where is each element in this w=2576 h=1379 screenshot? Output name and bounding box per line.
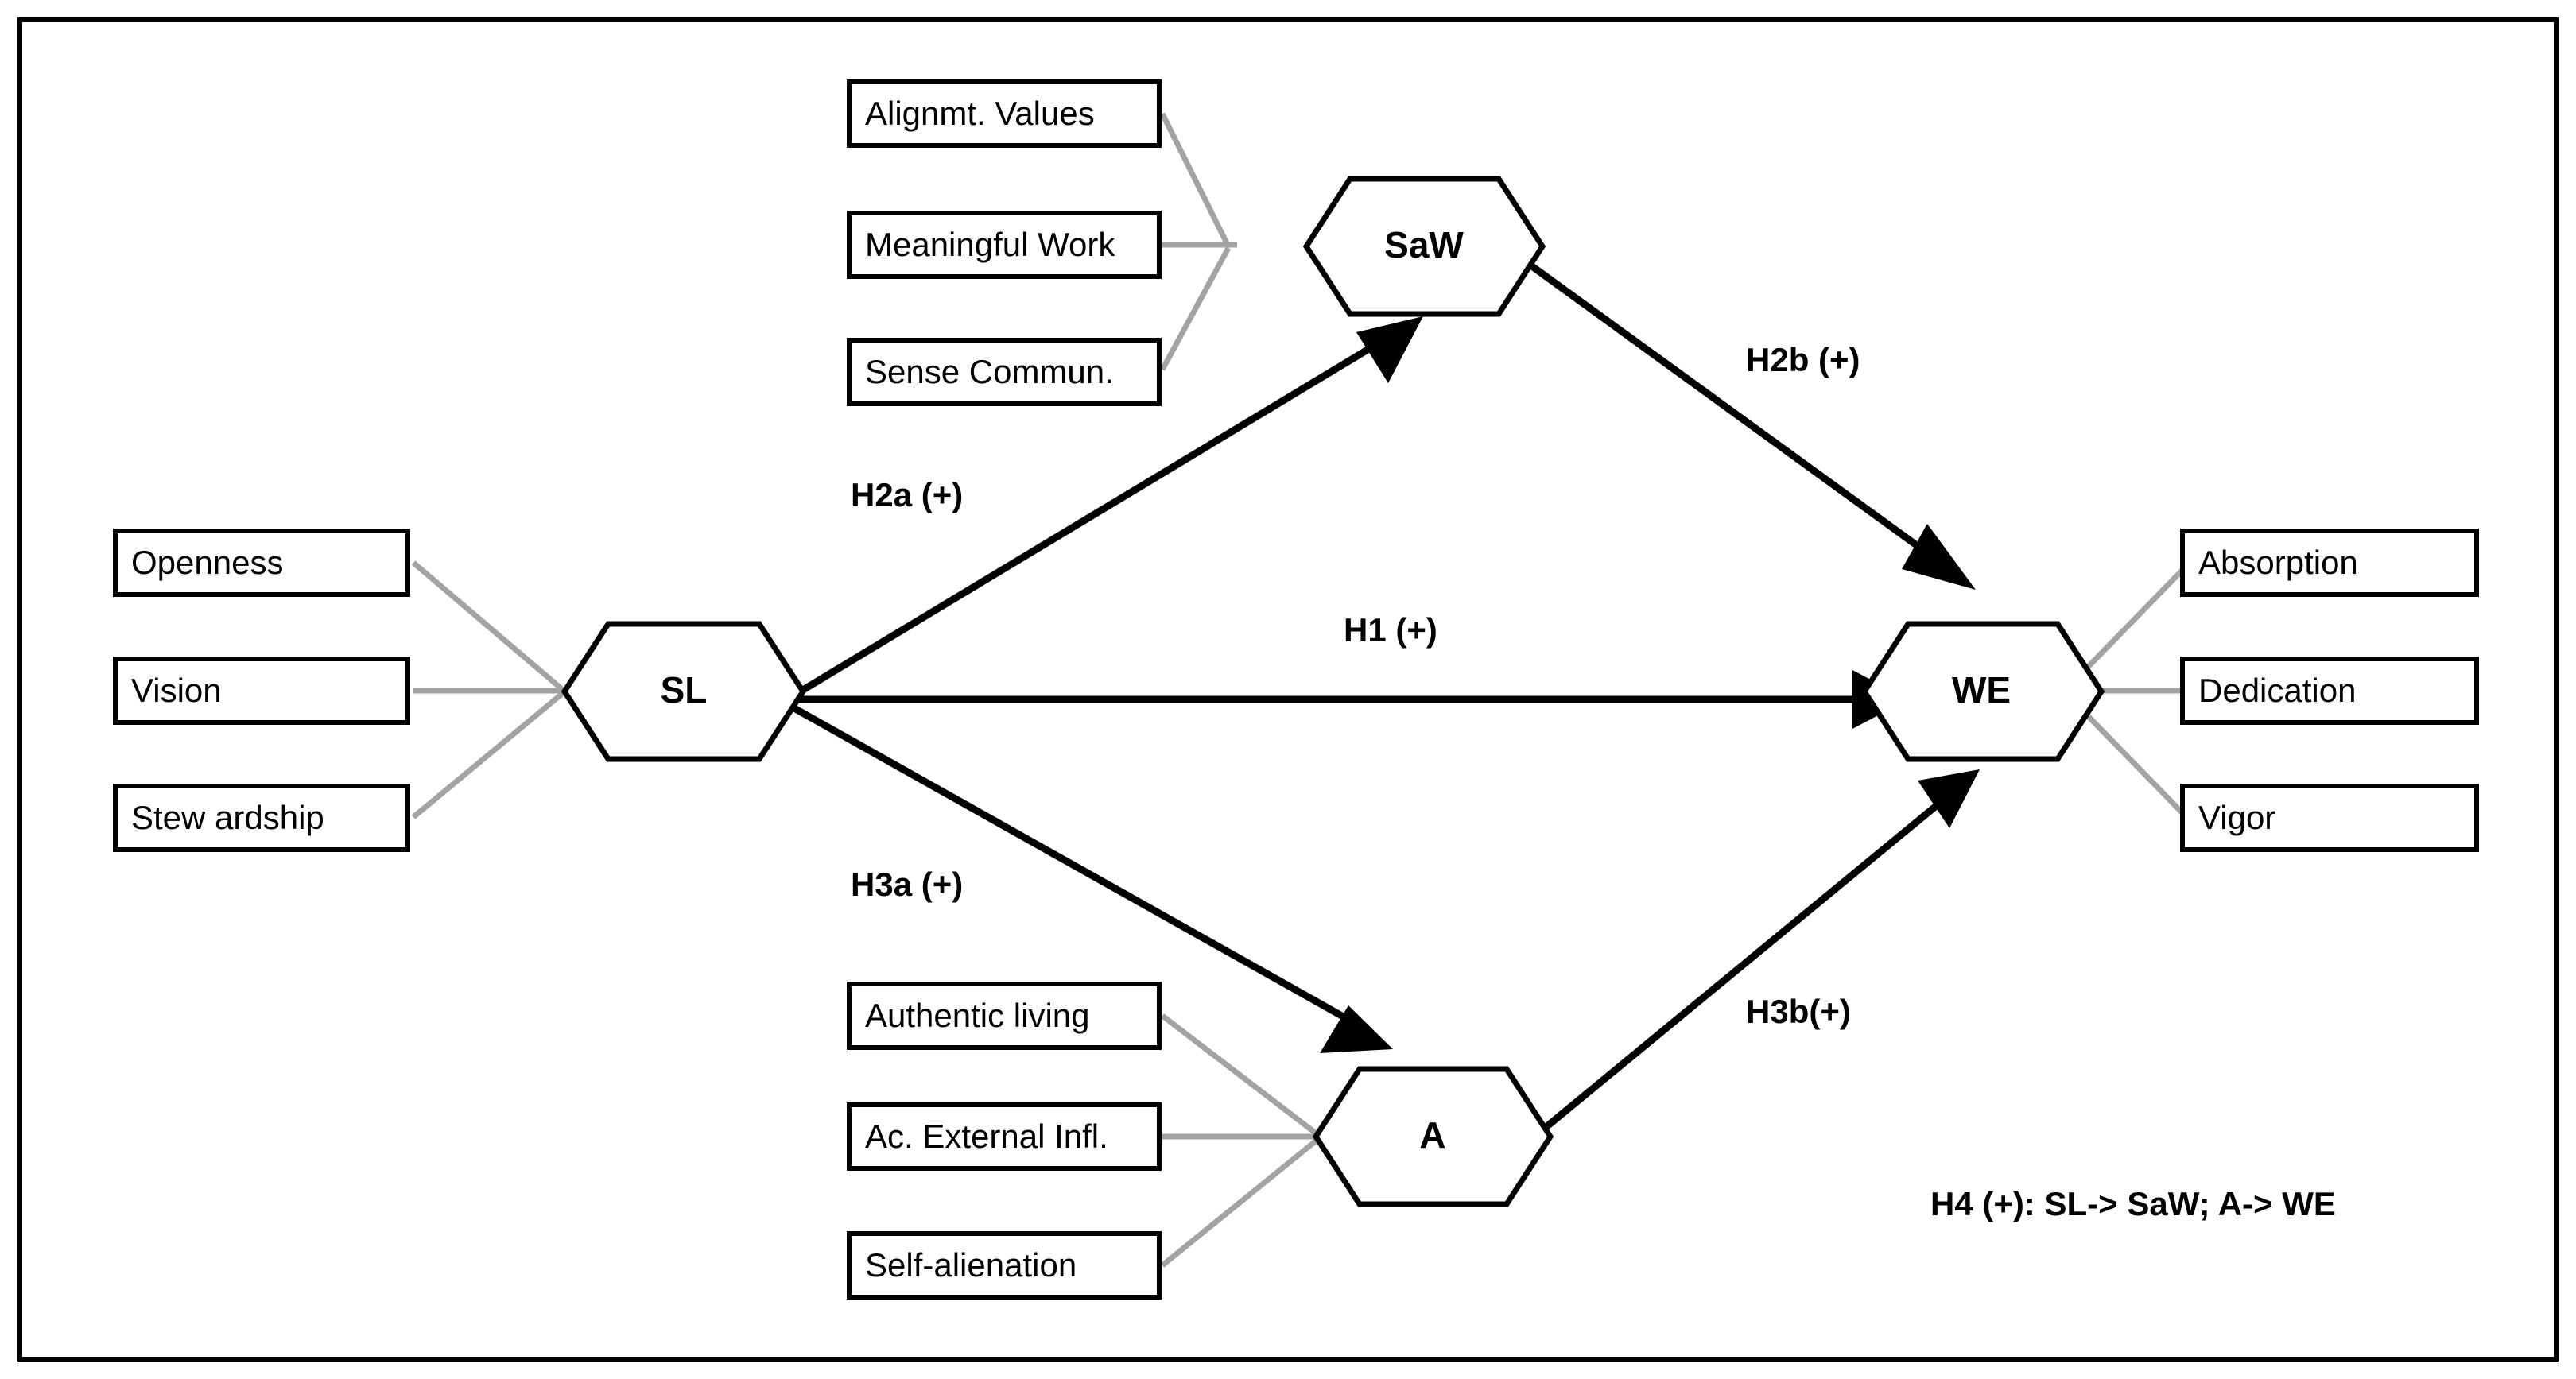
arrowhead-h2a	[1356, 316, 1423, 383]
indicator-box-openness[interactable]: Openness	[113, 529, 410, 597]
indicator-box-dedication[interactable]: Dedication	[2180, 657, 2479, 725]
indicator-box-rect[interactable]	[847, 79, 1162, 148]
indicator-box-rect[interactable]	[847, 1231, 1162, 1300]
indicator-box-label: Vigor	[2198, 799, 2275, 836]
arrowhead-h3a	[1320, 1005, 1393, 1053]
indicator-box-authentic-living[interactable]: Authentic living	[847, 982, 1162, 1050]
construct-label-sl: SL	[661, 669, 708, 711]
path-arrow-h3b	[1532, 769, 1980, 1140]
path-arrow-h3a	[785, 701, 1393, 1053]
path-arrow-h2b	[1524, 259, 1976, 590]
indicator-box-label: Absorption	[2198, 544, 2358, 581]
indicator-box-sense-commun[interactable]: Sense Commun.	[847, 338, 1162, 406]
indicator-box-rect[interactable]	[113, 784, 410, 852]
indicator-box-vision[interactable]: Vision	[113, 657, 410, 725]
indicator-connectors-saw	[1159, 112, 1237, 371]
indicator-box-stewardship[interactable]: Stew ardship	[113, 784, 410, 852]
arrowhead-h3b	[1918, 769, 1980, 828]
connector-sl-1	[411, 560, 565, 692]
path-arrow-h2a	[785, 316, 1423, 703]
hexagon-shape[interactable]	[1302, 176, 1546, 317]
hypothesis-label-h1: H1 (+)	[1344, 611, 1437, 649]
connector-a-1	[1160, 1013, 1321, 1137]
construct-node-a[interactable]: A	[1312, 1066, 1554, 1207]
hypothesis-label-h2a: H2a (+)	[851, 476, 963, 513]
indicator-box-meaningful-work[interactable]: Meaningful Work	[847, 211, 1162, 279]
indicator-box-rect[interactable]	[113, 657, 410, 725]
indicator-box-label: Ac. External Infl.	[865, 1118, 1108, 1155]
construct-label-saw: SaW	[1384, 224, 1464, 265]
indicator-box-rect[interactable]	[847, 982, 1162, 1050]
hexagon-shape[interactable]	[1860, 621, 2105, 762]
indicator-box-self-alienation[interactable]: Self-alienation	[847, 1231, 1162, 1300]
hexagon-shape[interactable]	[561, 621, 807, 762]
indicator-box-absorption[interactable]: Absorption	[2180, 529, 2479, 597]
indicator-box-rect[interactable]	[847, 211, 1162, 279]
construct-node-sl[interactable]: SL	[561, 621, 807, 762]
indicator-connectors-a	[1160, 1013, 1326, 1268]
indicator-box-rect[interactable]	[2180, 784, 2479, 852]
indicator-box-label: Stew ardship	[131, 799, 324, 836]
hypothesis-label-h3b: H3b(+)	[1746, 993, 1851, 1030]
indicator-box-label: Dedication	[2198, 672, 2356, 709]
indicator-box-label: Vision	[131, 672, 222, 709]
construct-label-a: A	[1419, 1114, 1445, 1156]
indicator-box-label: Alignmt. Values	[865, 95, 1095, 132]
connector-a-3	[1160, 1137, 1321, 1268]
connector-saw-1	[1159, 112, 1232, 248]
figure-border	[17, 17, 2559, 1362]
indicator-box-rect[interactable]	[2180, 529, 2479, 597]
connector-sl-3	[411, 691, 565, 819]
indicator-box-label: Self-alienation	[865, 1246, 1077, 1284]
path-line-h2a	[785, 337, 1386, 703]
path-arrow-h1	[787, 670, 1908, 729]
construct-label-we: WE	[1952, 669, 2011, 711]
connector-saw-3	[1159, 246, 1232, 371]
hexagon-shape[interactable]	[1312, 1066, 1554, 1207]
indicator-box-ac-external-infl[interactable]: Ac. External Infl.	[847, 1102, 1162, 1171]
indicator-box-label: Meaningful Work	[865, 226, 1115, 263]
indicator-box-rect[interactable]	[113, 529, 410, 597]
indicator-box-rect[interactable]	[847, 1102, 1162, 1171]
hypothesis-label-h3a: H3a (+)	[851, 866, 963, 903]
indicator-box-vigor[interactable]: Vigor	[2180, 784, 2479, 852]
hypothesis-label-h2b: H2b (+)	[1746, 341, 1860, 378]
indicator-box-label: Sense Commun.	[865, 353, 1114, 390]
construct-node-saw[interactable]: SaW	[1302, 176, 1546, 317]
indicator-connectors-sl	[411, 560, 571, 819]
indicator-box-label: Openness	[131, 544, 283, 581]
path-line-h3b	[1532, 800, 1942, 1140]
arrowhead-h2b	[1902, 524, 1976, 590]
indicator-box-alignmt-values[interactable]: Alignmt. Values	[847, 79, 1162, 148]
path-line-h3a	[785, 701, 1354, 1025]
indicator-box-rect[interactable]	[847, 338, 1162, 406]
hypothesis-note-h4: H4 (+): SL-> SaW; A-> WE	[1930, 1185, 2336, 1222]
path-line-h2b	[1524, 259, 1934, 560]
indicator-box-label: Authentic living	[865, 997, 1090, 1034]
construct-node-we[interactable]: WE	[1860, 621, 2105, 762]
indicator-box-rect[interactable]	[2180, 657, 2479, 725]
